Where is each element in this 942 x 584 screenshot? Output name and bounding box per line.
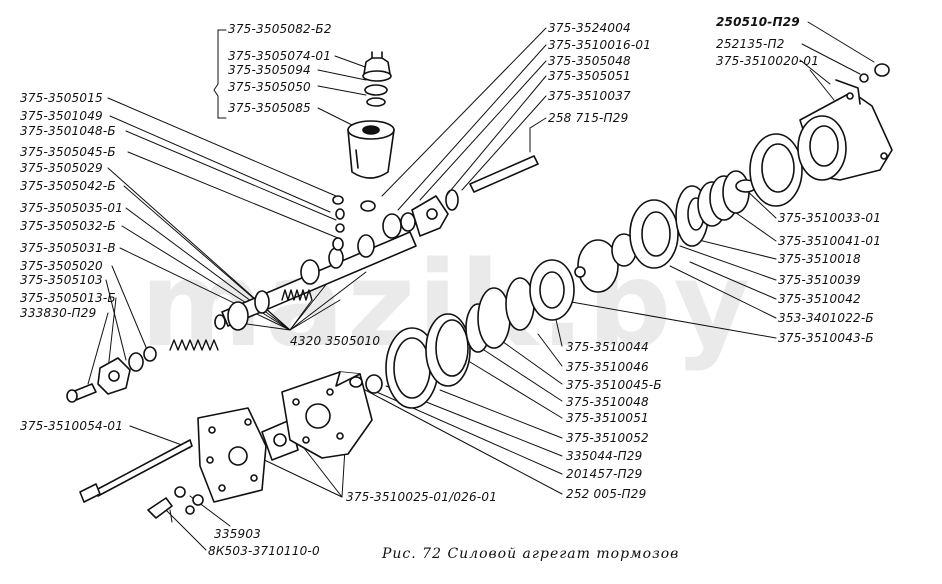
label-part-l45: 375-3510052 — [566, 431, 649, 445]
label-part-l13: 375-3505032-Б — [20, 219, 116, 233]
label-part-l40: 375-3510044 — [566, 340, 649, 354]
label-part-l14: 375-3505031-В — [20, 241, 116, 255]
label-part-l41: 375-3510046 — [566, 360, 649, 374]
label-part-l48: 252 005-П29 — [566, 487, 647, 501]
label-part-l39: 375-3510043-Б — [778, 331, 874, 345]
label-part-l20: 375-3510054-01 — [20, 419, 124, 433]
end-valve-left — [66, 357, 131, 403]
label-part-l17: 375-3505013-Б — [20, 291, 116, 305]
label-part-l04: 375-3505050 — [228, 80, 311, 94]
bracket-housing — [281, 371, 373, 459]
piston-shaft — [221, 189, 459, 331]
label-part-l06: 375-3505015 — [20, 91, 103, 105]
pin-rod — [469, 155, 539, 193]
label-part-l23: 375-3510025-01/026-01 — [346, 490, 498, 504]
rear-drum — [749, 133, 803, 207]
label-part-l32: 375-3510020-01 — [716, 54, 820, 68]
bellows — [697, 170, 757, 227]
tie-rod — [79, 439, 193, 503]
label-part-l37: 375-3510042 — [778, 292, 861, 306]
diaphragm-stack — [349, 185, 709, 409]
label-part-l30: 250510-П29 — [716, 15, 800, 29]
label-part-l16: 375-3505103 — [20, 273, 103, 287]
breather-cap — [362, 51, 392, 107]
label-part-l25: 375-3510016-01 — [548, 38, 652, 52]
mounting-plate — [197, 407, 267, 503]
label-part-l19: 4320 3505010 — [290, 334, 381, 348]
label-part-l29: 258 715-П29 — [548, 111, 629, 125]
label-part-l05: 375-3505085 — [228, 101, 311, 115]
label-part-l46: 335044-П29 — [566, 449, 643, 463]
nut-top-right — [859, 63, 890, 83]
label-part-l38: 353-3401022-Б — [778, 311, 874, 325]
label-part-l27: 375-3505051 — [548, 69, 631, 83]
label-part-l21: 335903 — [214, 527, 262, 541]
label-part-l43: 375-3510048 — [566, 395, 649, 409]
figure-caption: Рис. 72 Силовой агрегат тормозов — [382, 546, 680, 562]
label-part-l28: 375-3510037 — [548, 89, 631, 103]
solenoid-valve — [147, 486, 204, 519]
label-part-l15: 375-3505020 — [20, 259, 103, 273]
label-part-l35: 375-3510018 — [778, 252, 861, 266]
label-part-l10: 375-3505029 — [20, 161, 103, 175]
label-part-l03: 375-3505094 — [228, 63, 311, 77]
label-part-l26: 375-3505048 — [548, 54, 631, 68]
label-part-l18: 333830-П29 — [20, 306, 97, 320]
spring-left — [169, 289, 313, 351]
label-part-l02: 375-3505074-01 — [228, 49, 332, 63]
label-part-l01: 375-3505082-Б2 — [228, 22, 332, 36]
label-part-l22: 8К503-3710110-0 — [208, 544, 320, 558]
label-part-l44: 375-3510051 — [566, 411, 649, 425]
label-part-l36: 375-3510039 — [778, 273, 861, 287]
label-part-l34: 375-3510041-01 — [778, 234, 882, 248]
label-part-l31: 252135-П2 — [716, 37, 785, 51]
label-part-l47: 201457-П29 — [566, 467, 643, 481]
label-part-l12: 375-3505035-01 — [20, 201, 124, 215]
label-part-l11: 375-3505042-Б — [20, 179, 116, 193]
label-part-l24: 375-3524004 — [548, 21, 631, 35]
rear-housing — [797, 79, 893, 181]
small-parts-left — [128, 195, 376, 372]
label-part-l08: 375-3501048-Б — [20, 124, 116, 138]
filter-cup — [347, 120, 395, 179]
label-part-l42: 375-3510045-Б — [566, 378, 662, 392]
label-part-l07: 375-3501049 — [20, 109, 103, 123]
label-part-l33: 375-3510033-01 — [778, 211, 882, 225]
label-part-l09: 375-3505045-Б — [20, 145, 116, 159]
